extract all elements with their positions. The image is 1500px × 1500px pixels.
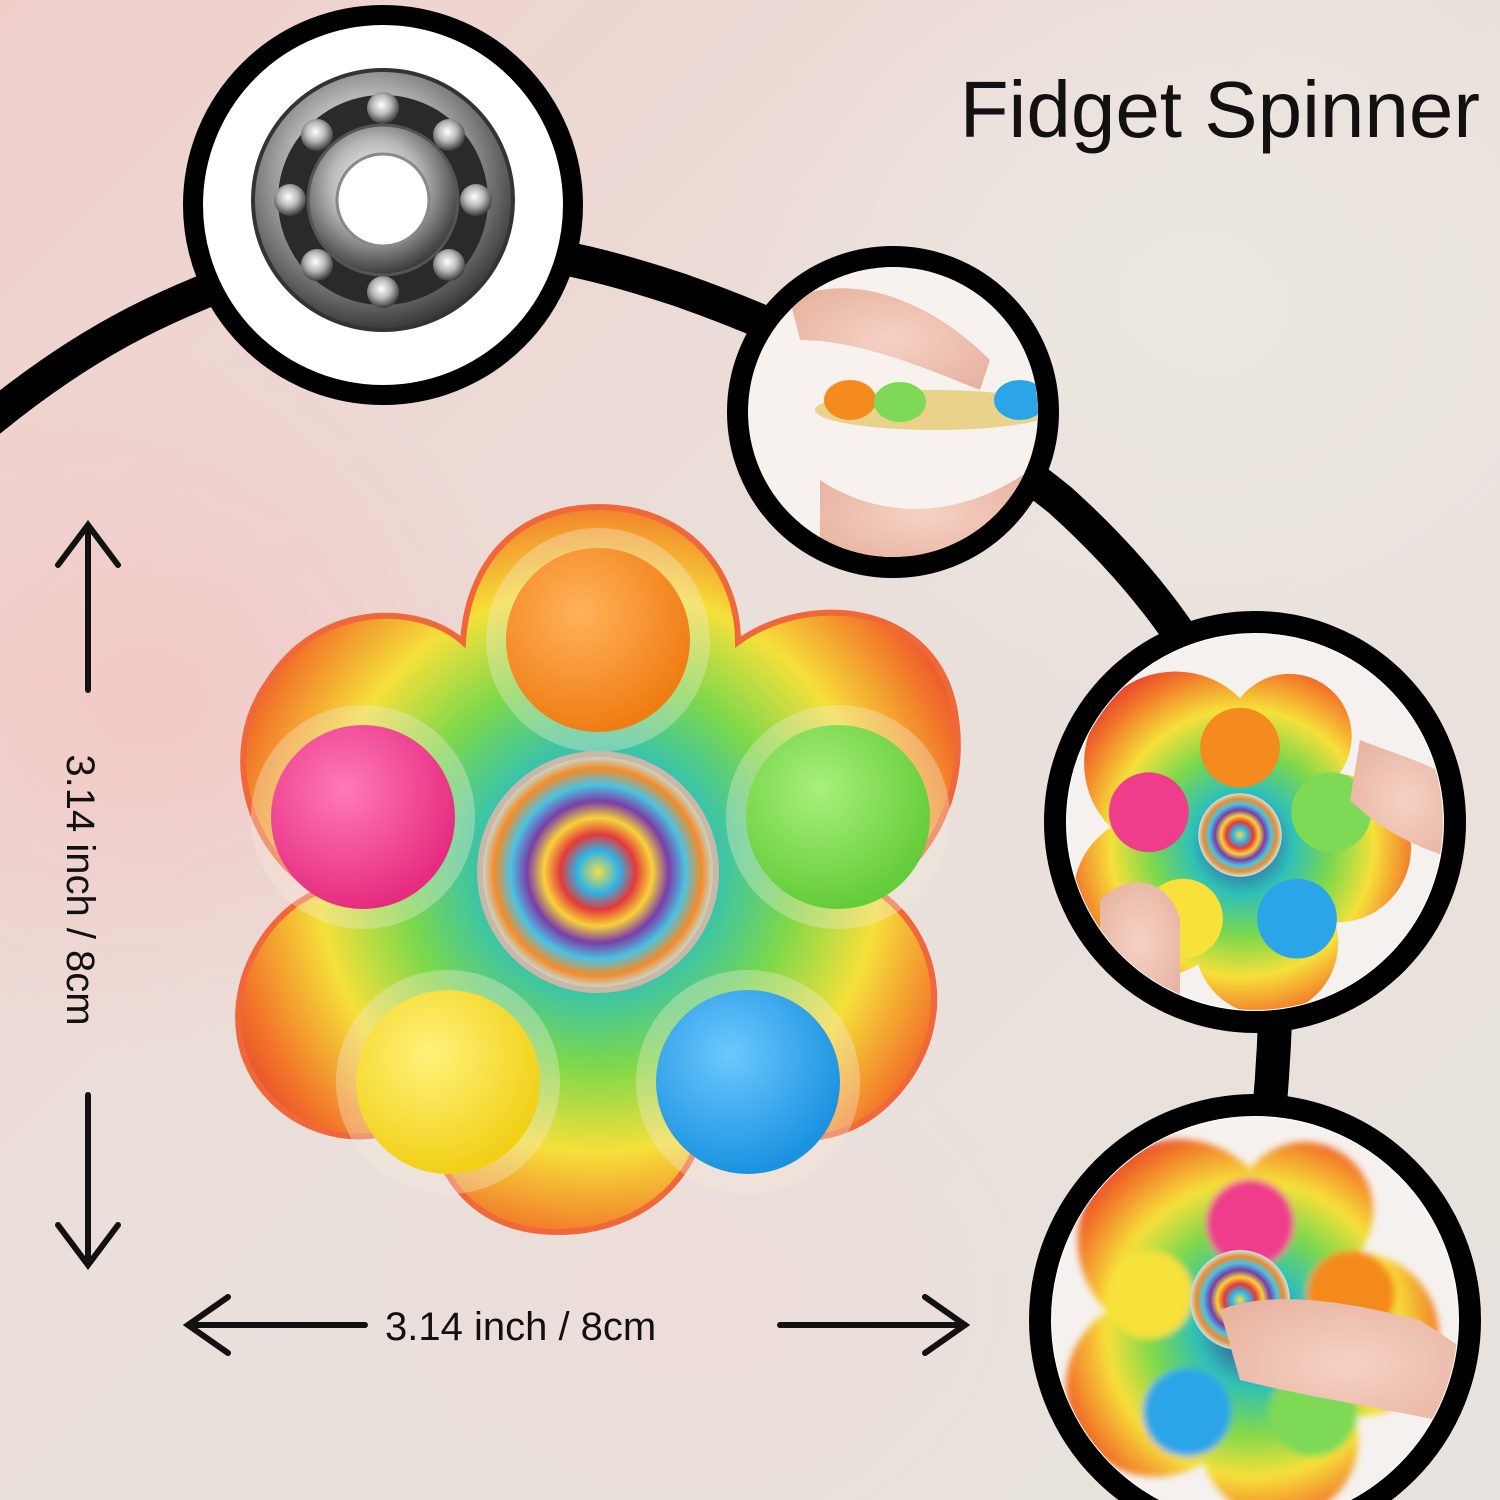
hand-holding-inset [727, 246, 1059, 578]
pop-blue [656, 990, 840, 1174]
page-title: Fidget Spinner [959, 65, 1480, 154]
pop-orange [506, 548, 690, 732]
height-label: 3.14 inch / 8cm [58, 754, 102, 1026]
main-spinner [235, 503, 961, 1236]
pop-green [746, 725, 930, 909]
width-dimension-arrow [182, 1294, 971, 1356]
spinning-inset [1029, 1094, 1481, 1500]
finger-pressing-inset [1044, 611, 1466, 1033]
pop-yellow [356, 990, 540, 1174]
pop-pink [271, 725, 455, 909]
width-label: 3.14 inch / 8cm [385, 1305, 657, 1349]
center-swirl [477, 751, 719, 993]
bearing-inset [183, 5, 583, 405]
height-dimension-arrow [55, 520, 121, 1270]
